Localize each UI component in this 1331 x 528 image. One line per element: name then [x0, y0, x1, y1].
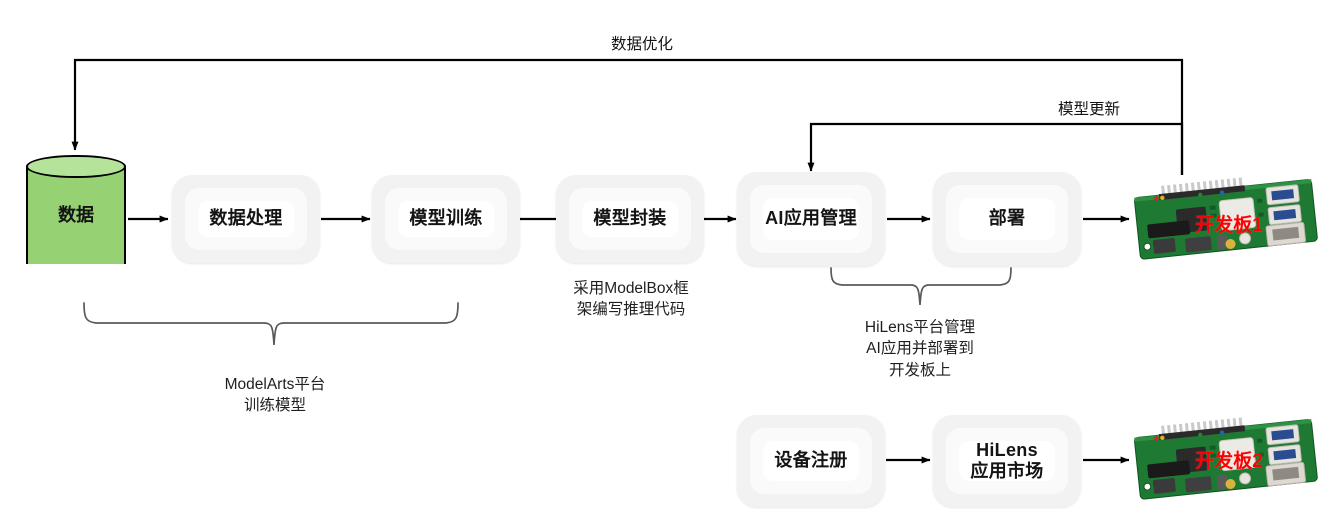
box-inner-ring: 模型封装 [569, 188, 691, 250]
cylinder-top [26, 155, 126, 178]
node-data-process-label: 数据处理 [209, 208, 283, 229]
node-board1-label: 开发板1 [1195, 215, 1263, 236]
node-data-process[interactable]: 数据处理 [172, 175, 320, 263]
box-inner-ring: AI应用管理 [750, 185, 872, 253]
edge-label-data-optimization: 数据优化 [610, 36, 673, 53]
box-inner-ring: 部署 [946, 185, 1068, 253]
brace-modelarts [83, 302, 459, 346]
box-inner-ring: 设备注册 [750, 428, 872, 494]
box-inner-ring: 数据处理 [185, 188, 307, 250]
box-inner-core: 数据处理 [198, 201, 294, 237]
annotation-hilens: HiLens平台管理 AI应用并部署到 开发板上 [864, 319, 976, 379]
node-board1[interactable]: 开发板1 [1129, 170, 1329, 270]
node-board2[interactable]: 开发板2 [1129, 410, 1329, 510]
box-inner-core: 模型封装 [582, 201, 678, 237]
annotation-modelarts: ModelArts平台 训练模型 [224, 376, 326, 415]
node-ai-app-manage[interactable]: AI应用管理 [737, 172, 885, 266]
node-model-package[interactable]: 模型封装 [556, 175, 704, 263]
development-board-icon [1134, 417, 1318, 500]
edge-label-model-update: 模型更新 [1057, 101, 1120, 118]
arrow-model-update-feedback [807, 122, 1184, 175]
node-ai-app-manage-label: AI应用管理 [765, 208, 857, 229]
node-device-register[interactable]: 设备注册 [737, 415, 885, 507]
node-deploy[interactable]: 部署 [933, 172, 1081, 266]
box-inner-core: 模型训练 [398, 201, 494, 237]
node-datastore-label: 数据 [58, 205, 94, 225]
node-deploy-label: 部署 [988, 208, 1026, 229]
box-inner-ring: 模型训练 [385, 188, 507, 250]
box-inner-core: HiLens 应用市场 [959, 439, 1055, 481]
node-hilens-market[interactable]: HiLens 应用市场 [933, 415, 1081, 507]
node-model-train[interactable]: 模型训练 [372, 175, 520, 263]
box-inner-ring: HiLens 应用市场 [946, 428, 1068, 494]
node-hilens-market-label: HiLens 应用市场 [970, 439, 1044, 481]
cylinder-body [26, 166, 126, 264]
box-inner-core: AI应用管理 [763, 198, 859, 240]
annotation-modelbox: 采用ModelBox框 架编写推理代码 [573, 280, 689, 319]
box-inner-core: 部署 [959, 198, 1055, 240]
development-board-icon [1134, 177, 1318, 260]
node-board2-label: 开发板2 [1195, 451, 1263, 472]
box-inner-core: 设备注册 [763, 441, 859, 481]
node-datastore[interactable]: 数据 [26, 155, 126, 275]
node-device-register-label: 设备注册 [774, 450, 848, 471]
node-model-package-label: 模型封装 [593, 208, 667, 229]
node-model-train-label: 模型训练 [409, 208, 483, 229]
brace-hilens [830, 267, 1012, 306]
